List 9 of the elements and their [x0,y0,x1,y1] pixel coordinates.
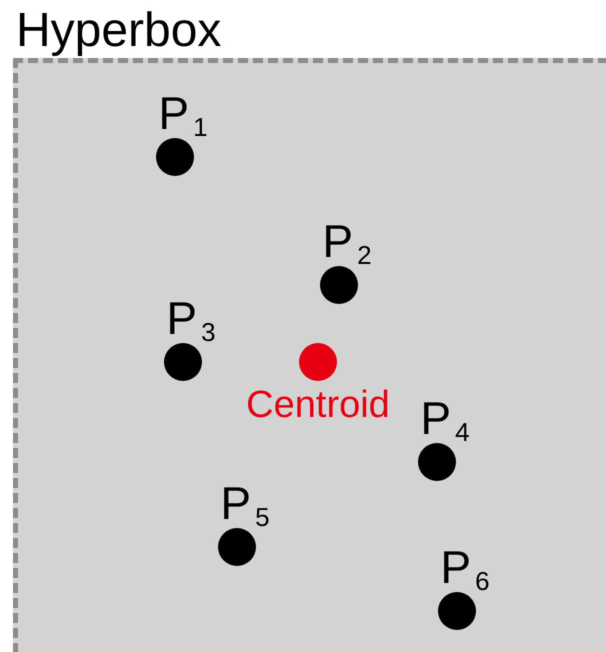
point-label: P$_{4}$ [419,393,470,443]
point-label: P$_{3}$ [165,293,216,343]
point-label: P$_{6}$ [439,542,490,592]
box-title: Hyperbox [16,4,222,58]
point-label: P$_{5}$ [219,478,270,528]
hyperbox-region [13,58,606,652]
point-label: Centroid [246,383,390,428]
point-label: P$_{1}$ [157,88,208,138]
point-label: P$_{2}$ [321,216,372,266]
